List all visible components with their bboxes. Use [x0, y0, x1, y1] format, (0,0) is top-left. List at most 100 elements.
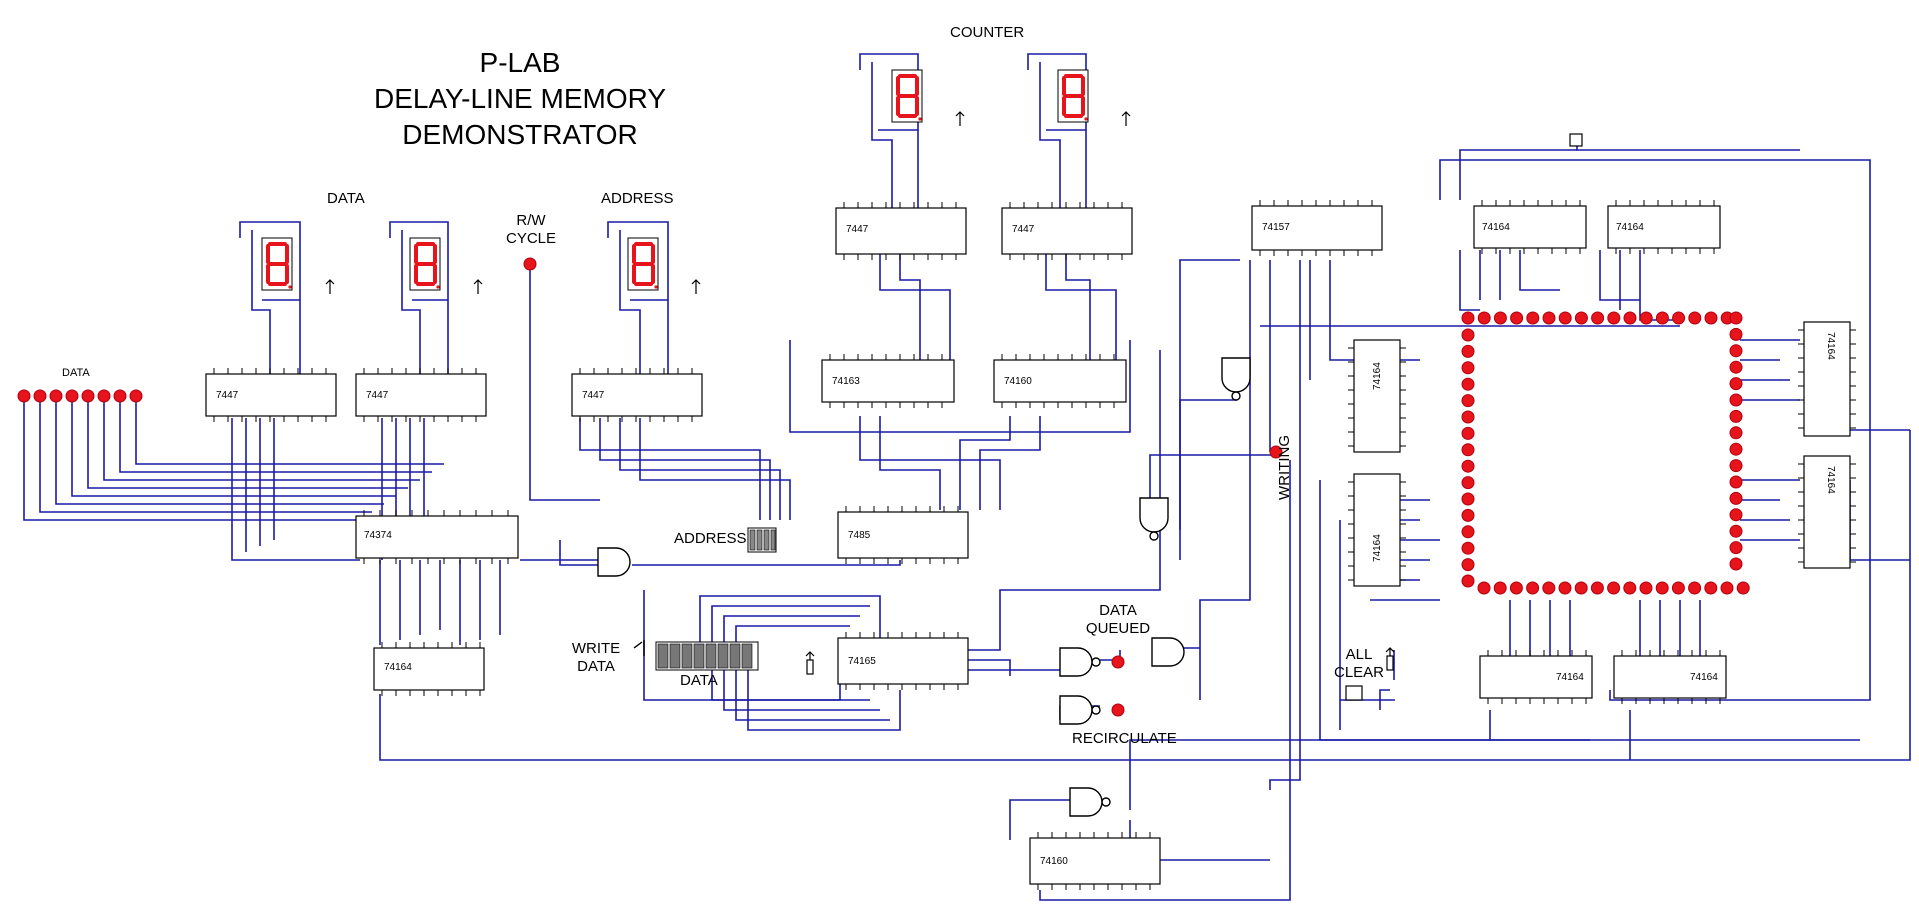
memory-ring-led	[1493, 581, 1507, 595]
title-line-2: DELAY-LINE MEMORY	[373, 83, 667, 114]
memory-ring-led	[1671, 581, 1685, 595]
memory-ring-led	[1461, 426, 1475, 440]
chip-label: 74160	[1004, 376, 1032, 387]
memory-ring-led	[1461, 525, 1475, 539]
chip-label: 7447	[216, 390, 239, 401]
memory-ring-led	[1607, 581, 1621, 595]
chip-label: 74165	[848, 656, 876, 667]
rw-cycle-led	[523, 257, 537, 271]
nand-gate-counter	[1221, 357, 1251, 393]
data-queued-line-1: DATA	[1099, 602, 1137, 619]
all-clear-label: ALL CLEAR	[1334, 646, 1384, 682]
data-dip-switch	[655, 641, 759, 671]
address-dip-switch	[747, 527, 777, 553]
write-data-switch	[633, 640, 645, 656]
data-queued-line-2: QUEUED	[1085, 620, 1151, 637]
chip-label: 74163	[832, 376, 860, 387]
memory-ring-led	[1542, 581, 1556, 595]
memory-ring-led	[1729, 360, 1743, 374]
seven-seg-counter-1	[890, 68, 924, 124]
memory-ring-led	[1461, 476, 1475, 490]
memory-ring-led	[1688, 311, 1702, 325]
memory-ring-led	[1493, 311, 1507, 325]
chip-label: 74164	[1556, 672, 1584, 683]
memory-ring-led	[1729, 344, 1743, 358]
memory-ring-led	[1688, 581, 1702, 595]
data-input-led	[65, 389, 79, 403]
seven-seg-data-2	[408, 236, 442, 292]
memory-ring-led	[1510, 311, 1524, 325]
pushbutton-all-clear	[1386, 655, 1394, 671]
memory-ring-led	[1704, 581, 1718, 595]
rw-cycle-line-2: CYCLE	[505, 230, 557, 247]
chip-comparator	[837, 511, 969, 559]
memory-ring-led	[1623, 581, 1637, 595]
nand-gate-bottom	[1069, 787, 1103, 817]
memory-ring-led	[1574, 311, 1588, 325]
memory-ring-led	[1461, 558, 1475, 572]
title-line-3: DEMONSTRATOR	[402, 119, 638, 150]
chip-ring-top-2	[1607, 205, 1721, 249]
memory-ring-led	[1729, 409, 1743, 423]
memory-ring-led	[1542, 311, 1556, 325]
chip-ring-right-2	[1803, 455, 1851, 569]
recirculate-led	[1111, 703, 1125, 717]
chip-mux	[1251, 205, 1383, 251]
memory-ring-led	[1729, 311, 1743, 325]
memory-ring-led	[1729, 459, 1743, 473]
all-clear-line-2: CLEAR	[1334, 664, 1385, 681]
data-input-led	[97, 389, 111, 403]
nand-gate-recirc	[1059, 695, 1093, 725]
data-input-led	[17, 389, 31, 403]
memory-ring-led	[1729, 426, 1743, 440]
memory-ring-led	[1720, 581, 1734, 595]
write-data-line-2: DATA	[577, 658, 615, 675]
memory-ring-led	[1461, 492, 1475, 506]
chip-ring-left-2	[1353, 473, 1401, 587]
memory-ring-led	[1672, 311, 1686, 325]
memory-ring-led	[1509, 581, 1523, 595]
memory-ring-led	[1607, 311, 1621, 325]
memory-ring-led	[1526, 311, 1540, 325]
chip-ring-top-1	[1473, 205, 1587, 249]
data-input-led	[113, 389, 127, 403]
chip-label: 74164	[384, 662, 412, 673]
memory-ring-led	[1461, 410, 1475, 424]
chip-label: 74164	[1825, 332, 1836, 360]
chip-dec-cnt-2	[1001, 207, 1133, 255]
data-input-led	[129, 389, 143, 403]
memory-ring-led	[1729, 524, 1743, 538]
pushbutton-clock	[806, 659, 814, 675]
chip-label: 74160	[1040, 856, 1068, 867]
memory-ring-led	[1461, 377, 1475, 391]
memory-ring-led	[1729, 491, 1743, 505]
all-clear-button	[1345, 685, 1363, 701]
memory-ring-led	[1461, 459, 1475, 473]
memory-ring-led	[1655, 311, 1669, 325]
memory-ring-led	[1461, 508, 1475, 522]
chip-label: 7447	[366, 390, 389, 401]
seven-seg-address	[626, 236, 660, 292]
memory-ring-led	[1461, 311, 1475, 325]
chip-ring-right-1	[1803, 321, 1851, 437]
nand-gate-queued	[1059, 647, 1093, 677]
memory-ring-led	[1477, 581, 1491, 595]
chip-label: 74164	[1825, 466, 1836, 494]
chip-label: 74164	[1482, 222, 1510, 233]
memory-ring-led	[1639, 311, 1653, 325]
memory-ring-led	[1461, 328, 1475, 342]
and-gate-rw	[597, 547, 631, 577]
chip-counter-2	[993, 359, 1127, 403]
data-display-label: DATA	[327, 190, 365, 207]
chip-label: 7447	[846, 224, 869, 235]
chip-label: 7447	[582, 390, 605, 401]
chip-dec-data-1	[205, 373, 337, 417]
memory-ring-led	[1461, 394, 1475, 408]
write-data-line-1: WRITE	[571, 640, 621, 657]
chip-latch	[355, 515, 519, 559]
data-switch-label: DATA	[680, 672, 718, 689]
all-clear-line-1: ALL	[1345, 646, 1373, 663]
seven-seg-counter-2	[1056, 68, 1090, 124]
chip-label: 74164	[1616, 222, 1644, 233]
